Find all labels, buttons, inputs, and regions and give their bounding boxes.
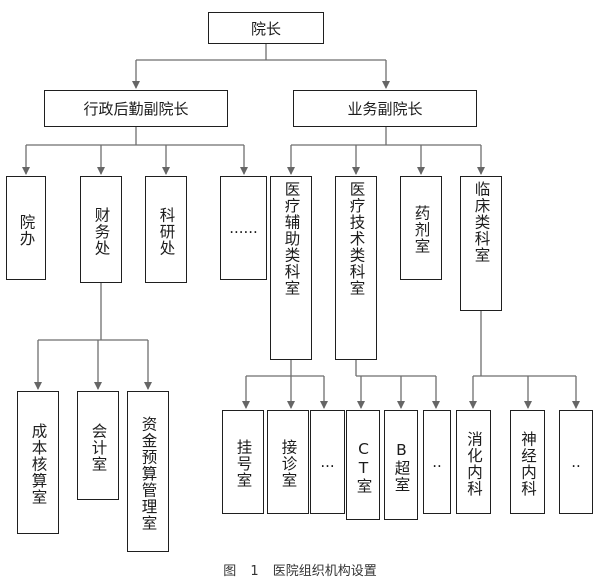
box-president-label: 院长 — [250, 19, 281, 38]
box-budget-management: 资金预算管理室 — [127, 391, 169, 552]
figure-caption: 图 1 医院组织机构设置 — [0, 560, 600, 579]
box-clinical: 临床类科室 — [460, 176, 502, 311]
box-cost-accounting-label: 成本核算室 — [29, 423, 48, 506]
box-cost-accounting: 成本核算室 — [17, 391, 59, 534]
box-neurology: 神经内科 — [510, 410, 545, 514]
box-digestive-medicine: 消化内科 — [456, 410, 491, 514]
figure-number: 图 1 — [223, 564, 259, 579]
box-deputy-admin: 行政后勤副院长 — [44, 90, 228, 127]
box-deputy-admin-label: 行政后勤副院长 — [83, 100, 189, 118]
box-ultrasound-room-label: B超室 — [392, 441, 411, 493]
box-hospital-office: 院办 — [6, 176, 46, 280]
box-budget-management-label: 资金预算管理室 — [139, 415, 158, 532]
box-pharmacy: 药剂室 — [400, 176, 442, 280]
box-pharmacy-label: 药剂室 — [412, 205, 431, 255]
box-deputy-business-label: 业务副院长 — [347, 100, 423, 118]
figure-title: 医院组织机构设置 — [272, 564, 377, 579]
box-ultrasound-room: B超室 — [384, 410, 418, 520]
box-registration: 挂号室 — [222, 410, 264, 514]
box-research-dept: 科研处 — [145, 176, 187, 283]
box-finance-dept: 财务处 — [80, 176, 122, 283]
box-aux-more: ... — [310, 410, 345, 514]
box-tech-more-label: .. — [432, 453, 442, 471]
box-research-dept-label: 科研处 — [157, 206, 176, 257]
box-medical-aux: 医疗辅助类科室 — [270, 176, 312, 360]
box-admin-more: ...... — [220, 176, 267, 280]
box-hospital-office-label: 院办 — [17, 213, 36, 247]
box-clinical-more: .. — [559, 410, 593, 514]
box-deputy-business: 业务副院长 — [293, 90, 477, 127]
box-aux-more-label: ... — [320, 453, 335, 471]
box-clinical-label: 临床类科室 — [472, 181, 491, 264]
box-accounting-label: 会计室 — [89, 422, 108, 473]
box-digestive-medicine-label: 消化内科 — [465, 431, 483, 497]
box-medical-tech: 医疗技术类科室 — [335, 176, 377, 360]
box-admin-more-label: ...... — [229, 219, 258, 237]
box-neurology-label: 神经内科 — [519, 431, 537, 497]
box-accounting: 会计室 — [77, 391, 119, 500]
box-reception-label: 接诊室 — [279, 439, 298, 489]
box-finance-dept-label: 财务处 — [92, 206, 111, 257]
box-reception: 接诊室 — [267, 410, 309, 514]
box-ct-room-label: CT室 — [354, 439, 373, 495]
box-registration-label: 挂号室 — [234, 439, 253, 489]
box-ct-room: CT室 — [346, 410, 380, 520]
box-medical-aux-label: 医疗辅助类科室 — [282, 181, 301, 297]
box-tech-more: .. — [423, 410, 451, 514]
box-president: 院长 — [208, 12, 324, 44]
box-medical-tech-label: 医疗技术类科室 — [347, 181, 366, 297]
box-clinical-more-label: .. — [571, 453, 581, 471]
connector-lines — [22, 44, 580, 409]
